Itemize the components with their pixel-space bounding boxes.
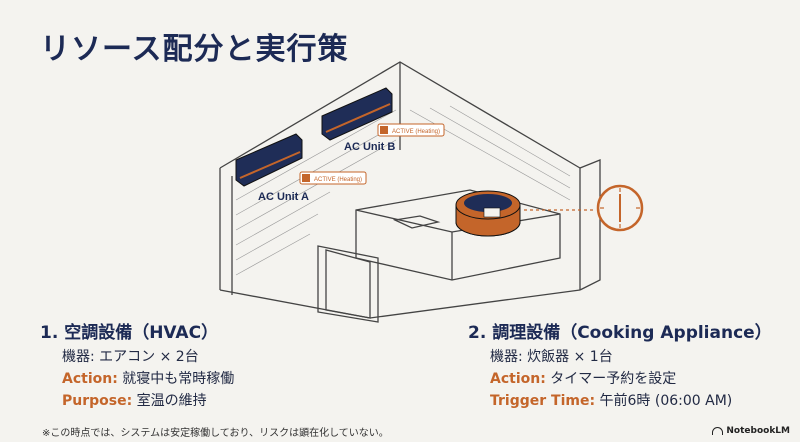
door [317, 245, 379, 323]
notebooklm-icon [712, 426, 724, 435]
ac-unit-a [235, 133, 303, 187]
hvac-device: 機器: エアコン × 2台 [62, 349, 199, 365]
section-cooking: 2. 調理設備（Cooking Appliance） 機器: 炊飯器 × 1台 … [468, 322, 772, 412]
hvac-purpose: Purpose: 室温の維持 [40, 390, 234, 412]
badge-ac-a-text: ACTIVE (Heating) [314, 177, 362, 183]
ac-unit-b-label: AC Unit B [344, 141, 395, 153]
badge-ac-b: ACTIVE (Heating) [377, 123, 445, 137]
hvac-action-key: Action: [62, 371, 118, 387]
badge-ac-b-text: ACTIVE (Heating) [392, 129, 440, 135]
cooking-trigger: Trigger Time: 午前6時 (06:00 AM) [468, 390, 772, 412]
section-cooking-heading: 2. 調理設備（Cooking Appliance） [468, 323, 772, 343]
cooking-trigger-value: 午前6時 (06:00 AM) [595, 393, 733, 409]
ac-unit-b [321, 87, 393, 141]
brand-text: NotebookLM [726, 426, 790, 436]
clock-icon [596, 184, 644, 232]
cooking-action-key: Action: [490, 371, 546, 387]
cooking-action: Action: タイマー予約を設定 [468, 368, 772, 390]
kitchen-counter [355, 189, 561, 281]
cooking-device: 機器: 炊飯器 × 1台 [490, 349, 613, 365]
rice-cooker-icon [455, 190, 521, 237]
section-hvac: 1. 空調設備（HVAC） 機器: エアコン × 2台 Action: 就寝中も… [40, 322, 234, 412]
brand-logo: NotebookLM [712, 426, 790, 436]
ac-unit-a-label: AC Unit A [258, 191, 309, 203]
hvac-action: Action: 就寝中も常時稼働 [40, 368, 234, 390]
footnote: ※この時点では、システムは安定稼働しており、リスクは顕在化していない。 [42, 428, 389, 439]
cooking-action-value: タイマー予約を設定 [545, 371, 677, 387]
page-title: リソース配分と実行策 [40, 32, 349, 67]
hvac-purpose-key: Purpose: [62, 393, 133, 409]
badge-ac-a: ACTIVE (Heating) [299, 171, 367, 185]
cooking-trigger-key: Trigger Time: [490, 393, 596, 409]
sink [392, 215, 441, 229]
section-hvac-heading: 1. 空調設備（HVAC） [40, 323, 219, 343]
hvac-purpose-value: 室温の維持 [132, 393, 207, 409]
hvac-action-value: 就寝中も常時稼働 [117, 371, 235, 387]
